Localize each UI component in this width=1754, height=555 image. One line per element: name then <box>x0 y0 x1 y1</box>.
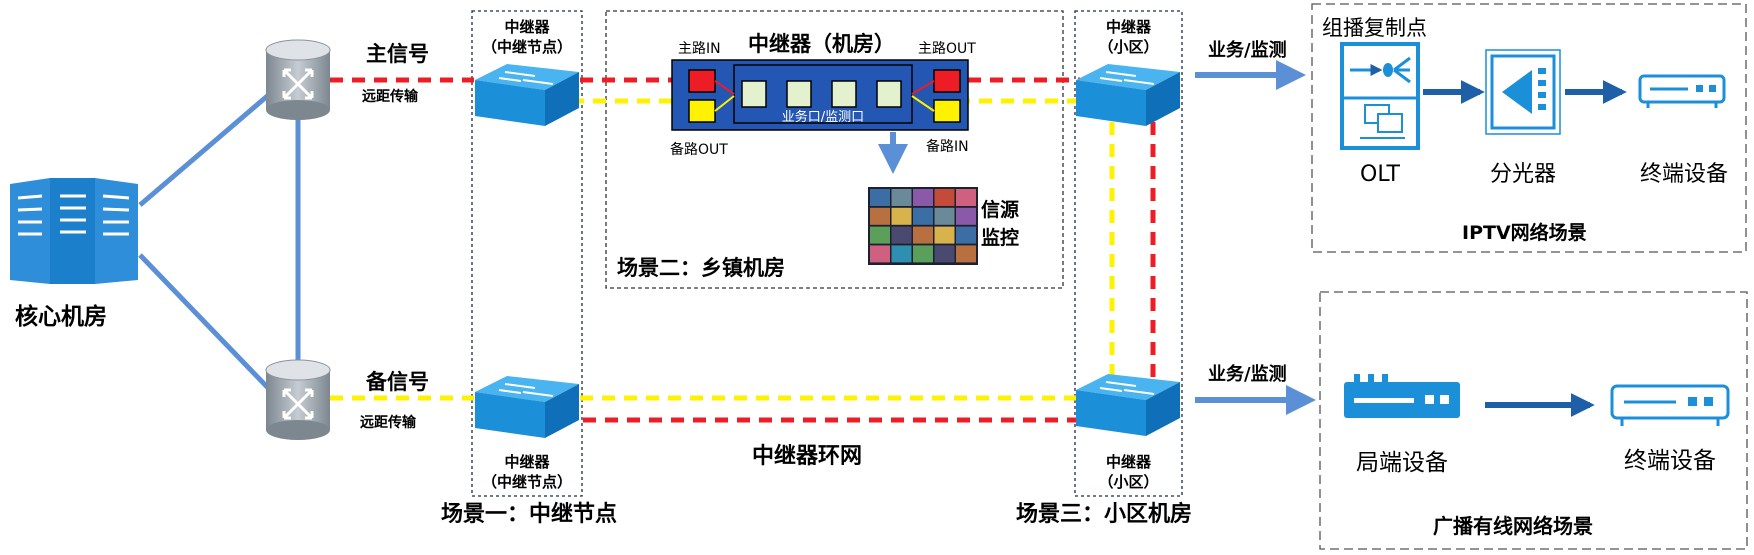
repeater-scene1-bottom-icon <box>475 376 579 438</box>
scene1-bottom-title: 中继器 <box>504 453 550 471</box>
backup-signal-sub-label: 远距传输 <box>360 415 416 431</box>
core-label: 核心机房 <box>15 304 107 330</box>
monitor-tile <box>870 207 890 225</box>
scene3-top-sub: （小区） <box>1098 38 1159 56</box>
scene3-label: 场景三：小区机房 <box>1016 502 1193 527</box>
broadcast-terminal-icon <box>1610 384 1730 426</box>
source-monitor-wall-icon <box>868 187 978 265</box>
source-monitor-label-line2: 监控 <box>981 227 1020 249</box>
scene3-box <box>1074 10 1183 497</box>
repeater-machine-room-device <box>671 59 969 131</box>
repeater-ring-label: 中继器环网 <box>752 444 863 469</box>
monitor-tile <box>956 245 976 263</box>
monitor-tile <box>956 189 976 206</box>
backup-signal-path <box>330 98 1115 401</box>
scene3-top-title: 中继器 <box>1105 18 1151 36</box>
scene3-bottom-title: 中继器 <box>1105 453 1151 471</box>
scene1-bottom-sub: （中继节点） <box>481 473 572 491</box>
monitor-tile <box>870 189 890 206</box>
scene3-bottom-sub: （小区） <box>1098 473 1159 491</box>
olt-label: OLT <box>1360 162 1400 187</box>
link-core-router-bottom <box>138 253 274 394</box>
iptv-terminal-label: 终端设备 <box>1639 162 1728 187</box>
monitor-tile <box>870 245 890 263</box>
monitor-tile <box>934 245 955 263</box>
backup-in-label: 备路IN <box>926 139 969 155</box>
main-out-label: 主路OUT <box>918 41 976 57</box>
monitor-tile <box>891 207 912 225</box>
main-signal-path <box>330 77 1156 423</box>
main-in-port <box>688 69 716 93</box>
backup-signal-label: 备信号 <box>366 370 429 394</box>
broadcast-terminal-label: 终端设备 <box>1624 448 1716 474</box>
source-monitor-label-line1: 信源 <box>981 199 1020 221</box>
scene2-label: 场景二：乡镇机房 <box>617 256 785 280</box>
monitor-tile <box>934 207 955 225</box>
scene2-box <box>605 10 1064 289</box>
ports-label: 业务口/监测口 <box>781 110 865 125</box>
iptv-box <box>1311 3 1747 253</box>
main-out-port <box>933 69 961 93</box>
monitor-tile <box>934 189 955 206</box>
service-monitor-bottom-label: 业务/监测 <box>1208 364 1287 385</box>
headend-icon <box>1344 374 1460 418</box>
router-bottom-icon <box>265 359 331 440</box>
main-signal-sub-label: 远距传输 <box>362 89 418 105</box>
main-in-label: 主路IN <box>678 41 721 57</box>
monitor-tile <box>891 226 912 244</box>
monitor-tile <box>870 226 890 244</box>
splitter-icon <box>1485 49 1561 135</box>
monitor-tile <box>891 189 912 206</box>
scene1-label: 场景一：中继节点 <box>441 502 618 527</box>
monitor-tile <box>956 226 976 244</box>
core-server-icon <box>10 178 138 284</box>
broadcast-scene-label: 广播有线网络场景 <box>1433 514 1593 538</box>
monitor-tile <box>891 245 912 263</box>
repeater-scene3-top-icon <box>1076 64 1180 126</box>
multicast-point-label: 组播复制点 <box>1322 16 1427 40</box>
monitor-tile <box>934 226 955 244</box>
monitor-tile <box>956 207 976 225</box>
monitor-tile <box>913 189 933 206</box>
splitter-label: 分光器 <box>1489 162 1556 187</box>
main-signal-label: 主信号 <box>366 42 429 66</box>
olt-icon <box>1340 42 1420 150</box>
link-core-router-top <box>138 90 274 207</box>
scene1-top-title: 中继器 <box>504 18 550 36</box>
monitor-tile <box>913 226 933 244</box>
scene2-device-title: 中继器（机房） <box>748 32 895 56</box>
repeater-scene3-bottom-icon <box>1076 374 1180 436</box>
scene1-box <box>471 10 583 497</box>
iptv-scene-label: IPTV网络场景 <box>1462 222 1587 244</box>
monitor-tile <box>913 245 933 263</box>
monitor-tile <box>913 207 933 225</box>
router-top-icon <box>265 39 331 120</box>
broadcast-box <box>1319 291 1748 550</box>
backup-out-port <box>688 99 716 123</box>
headend-label: 局端设备 <box>1356 450 1448 476</box>
backup-in-port <box>933 99 961 123</box>
iptv-terminal-icon <box>1638 74 1726 108</box>
repeater-scene1-top-icon <box>475 64 579 126</box>
scene1-top-sub: （中继节点） <box>481 38 572 56</box>
backup-out-label: 备路OUT <box>670 142 728 158</box>
service-monitor-top-label: 业务/监测 <box>1208 40 1287 61</box>
